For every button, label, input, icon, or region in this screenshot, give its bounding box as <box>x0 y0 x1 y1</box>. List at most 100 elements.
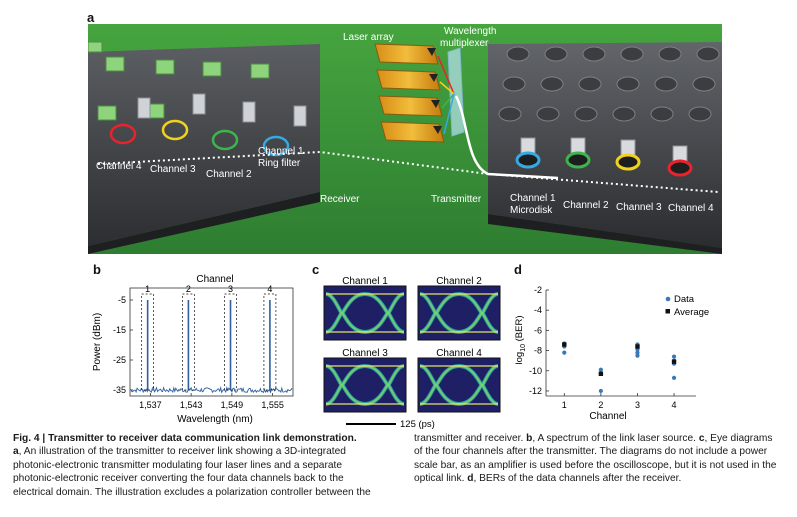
ring-filter-2 <box>211 129 239 151</box>
lens <box>502 76 526 92</box>
receiver-chip <box>88 44 320 246</box>
label-laser-array: Laser array <box>343 32 394 43</box>
caption-left-line-5: electrical domain. The illustration excl… <box>13 486 371 498</box>
eye-diagram-3: Channel 3 <box>323 348 407 413</box>
lens <box>582 46 606 62</box>
ber-ytick-label: -6 <box>534 325 542 335</box>
ber-ytick-label: -2 <box>534 285 542 295</box>
spectrum-chart-title: Channel <box>196 274 233 285</box>
transmitter-microdisks <box>515 137 693 177</box>
microdisk-2 <box>565 151 591 169</box>
panel-c-letter: c <box>312 262 320 277</box>
ber-xtick-label: 3 <box>635 400 640 410</box>
ber-data-point <box>671 375 677 380</box>
eye-title-2: Channel 2 <box>436 276 482 287</box>
microdisk-1 <box>515 151 541 169</box>
receiver-chip-edge <box>88 192 320 254</box>
ring-filter-1 <box>262 135 290 157</box>
label-tx-channel2: Channel 2 <box>563 200 609 211</box>
eye-diagram-4: Channel 4 <box>417 348 501 413</box>
lens <box>612 106 636 122</box>
panel-d-letter: d <box>514 262 522 277</box>
ber-xtick-label: 1 <box>562 400 567 410</box>
ber-legend: Data Average <box>665 294 709 318</box>
spectrum-ytick-label: -35 <box>113 385 126 395</box>
lens <box>574 106 598 122</box>
microdisk-3 <box>615 153 641 171</box>
spectrum-xlabel: Wavelength (nm) <box>177 414 253 425</box>
label-tx-channel1: Channel 1 <box>510 193 556 204</box>
ring-filter-3 <box>161 119 189 141</box>
channel-marker-2: 2 <box>186 284 191 294</box>
ber-ytick-label: -10 <box>529 366 542 376</box>
laser-array <box>374 43 445 143</box>
ber-average-point <box>635 344 640 349</box>
ring-filter-4 <box>109 123 137 145</box>
ber-data-point <box>671 354 677 359</box>
lens <box>696 46 720 62</box>
lens <box>650 106 674 122</box>
spectrum-xtick-label: 1,555 <box>261 400 284 410</box>
panel-b-letter: b <box>93 262 101 277</box>
legend-average-marker <box>665 309 670 314</box>
label-tx-channel4: Channel 4 <box>668 203 714 214</box>
label-microdisk: Microdisk <box>510 205 553 216</box>
spectrum-xtick-label: 1,537 <box>139 400 162 410</box>
caption-left-column: Fig. 4 | Transmitter to receiver data co… <box>13 432 396 499</box>
legend-data-marker <box>665 296 671 302</box>
receiver-photodetectors <box>137 93 307 127</box>
ber-ytick-label: -12 <box>529 386 542 396</box>
lens <box>578 76 602 92</box>
eye-title-1: Channel 1 <box>342 276 388 287</box>
microdisk-4 <box>667 159 693 177</box>
receiver-ring-filters <box>109 119 290 157</box>
ber-chart: -2 -4 -6 -8 -10 -12 1 2 3 4 Channel log10 (BER) D… <box>514 285 709 422</box>
label-rx-channel2: Channel 2 <box>206 169 252 180</box>
ber-data-point <box>562 350 567 355</box>
spectrum-noise-trace <box>129 386 293 394</box>
lens <box>688 106 712 122</box>
spectrum-xtick-label: 1,549 <box>221 400 244 410</box>
caption-right-line-2: of the four channels after the transmitt… <box>414 446 768 458</box>
spectrum-ytick-label: -15 <box>113 325 126 335</box>
channel-marker-4: 4 <box>267 284 272 294</box>
channel-box-3 <box>224 293 237 391</box>
ber-data-point <box>598 388 603 394</box>
legend-average-label: Average <box>674 307 709 318</box>
lens <box>540 76 564 92</box>
ber-average-point <box>671 359 677 364</box>
ber-xtick-label: 4 <box>672 400 677 410</box>
ber-xtick-label: 2 <box>598 400 603 410</box>
ber-ylabel: log10 (BER) <box>514 316 527 365</box>
time-scale-label: 125 (ps) <box>400 419 435 430</box>
spectrum-ytick-label: -5 <box>118 295 126 305</box>
caption-left-line-1: Fig. 4 | Transmitter to receiver data co… <box>13 433 357 444</box>
label-ring-filter: Ring filter <box>258 158 301 169</box>
ber-xlabel: Channel <box>589 411 626 422</box>
lens <box>654 76 678 92</box>
time-scale-bar: 125 (ps) <box>346 419 435 430</box>
legend-data-label: Data <box>674 294 695 305</box>
ber-data-point <box>635 350 640 355</box>
label-wavelength: Wavelength <box>444 26 496 37</box>
label-rx-channel4: Channel 4 <box>96 161 142 172</box>
caption-left-line-4: photonic-electronic receiver converting … <box>13 473 344 485</box>
spectrum-plot-frame <box>129 287 294 397</box>
transmitter-chip <box>488 42 722 248</box>
caption-right-line-3: scale bar, as an amplifier is used befor… <box>414 459 777 471</box>
ber-ytick-label: -8 <box>534 346 542 356</box>
ber-ytick-label: -4 <box>534 305 542 315</box>
panel-a-illustration: Laser array Wavelength multiplexer Chann… <box>88 24 722 254</box>
spectrum-ylabel: Power (dBm) <box>92 313 103 371</box>
channel-marker-1: 1 <box>145 284 150 294</box>
label-rx-channel1: Channel 1 <box>258 146 304 157</box>
eye-diagram-1: Channel 1 <box>323 276 407 341</box>
caption-right-line-4: optical link. d, BERs of the data channe… <box>414 473 682 485</box>
optical-link-waveguide <box>97 150 719 193</box>
channel-marker-3: 3 <box>228 284 233 294</box>
lens <box>506 46 530 62</box>
caption-right-line-1: transmitter and receiver. b, A spectrum … <box>414 433 773 444</box>
caption-left-line-3: photonic-electronic transmitter modulati… <box>13 459 343 471</box>
ber-average-point <box>562 342 567 347</box>
